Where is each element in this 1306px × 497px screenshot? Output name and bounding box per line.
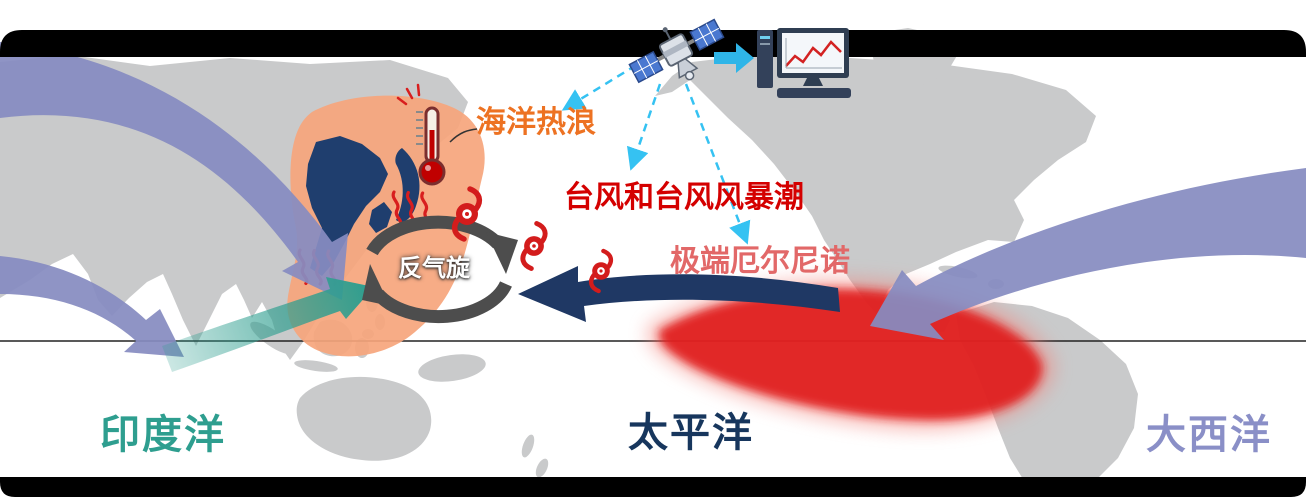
island-new-zealand-2 — [535, 458, 549, 478]
wind-arrow-east — [870, 168, 1306, 340]
bottom-frame-bar — [0, 477, 1306, 497]
marine-heatwave-label: 海洋热浪 — [476, 105, 596, 140]
heatwave-leader-line — [449, 128, 478, 143]
anticyclone-arc-top — [366, 215, 503, 256]
japan-shape — [395, 148, 420, 223]
anticyclone-arc-bottom — [373, 281, 512, 324]
equatorial-current-arrow — [518, 266, 840, 322]
thermometer-icon — [396, 83, 446, 186]
satellite-link-line — [627, 83, 662, 171]
wind-arrow-west — [0, 256, 184, 357]
indian-ocean-inflow-arrow — [162, 277, 374, 372]
island-new-guinea — [418, 354, 486, 382]
wind-arrow-northwest — [0, 42, 348, 300]
anticyclone-arrowhead-left — [362, 264, 390, 306]
continent-north-america — [655, 54, 1096, 332]
computer-monitor-icon — [757, 28, 851, 98]
el-nino-warm-region — [659, 288, 1043, 421]
anticyclone-label: 反气旋 — [398, 254, 470, 282]
island-new-zealand-1 — [521, 434, 535, 458]
pacific-ocean-label: 太平洋 — [628, 410, 754, 456]
atlantic-ocean-label: 大西洋 — [1146, 412, 1272, 458]
anticyclone-arrowhead-right — [486, 232, 518, 274]
island-java — [294, 360, 338, 372]
extreme-el-nino-label: 极端厄尔尼诺 — [670, 244, 850, 279]
anticyclone-loop — [362, 215, 518, 324]
indian-ocean-label: 印度洋 — [100, 412, 226, 458]
korea-shape — [369, 202, 392, 233]
cyan-block-arrow-icon — [714, 43, 754, 73]
typhoon-icon — [523, 224, 545, 269]
satellite-icon — [628, 18, 725, 84]
top-frame-bar — [0, 30, 1306, 57]
typhoon-storm-surge-label: 台风和台风风暴潮 — [564, 180, 804, 215]
continent-australia — [296, 376, 432, 461]
